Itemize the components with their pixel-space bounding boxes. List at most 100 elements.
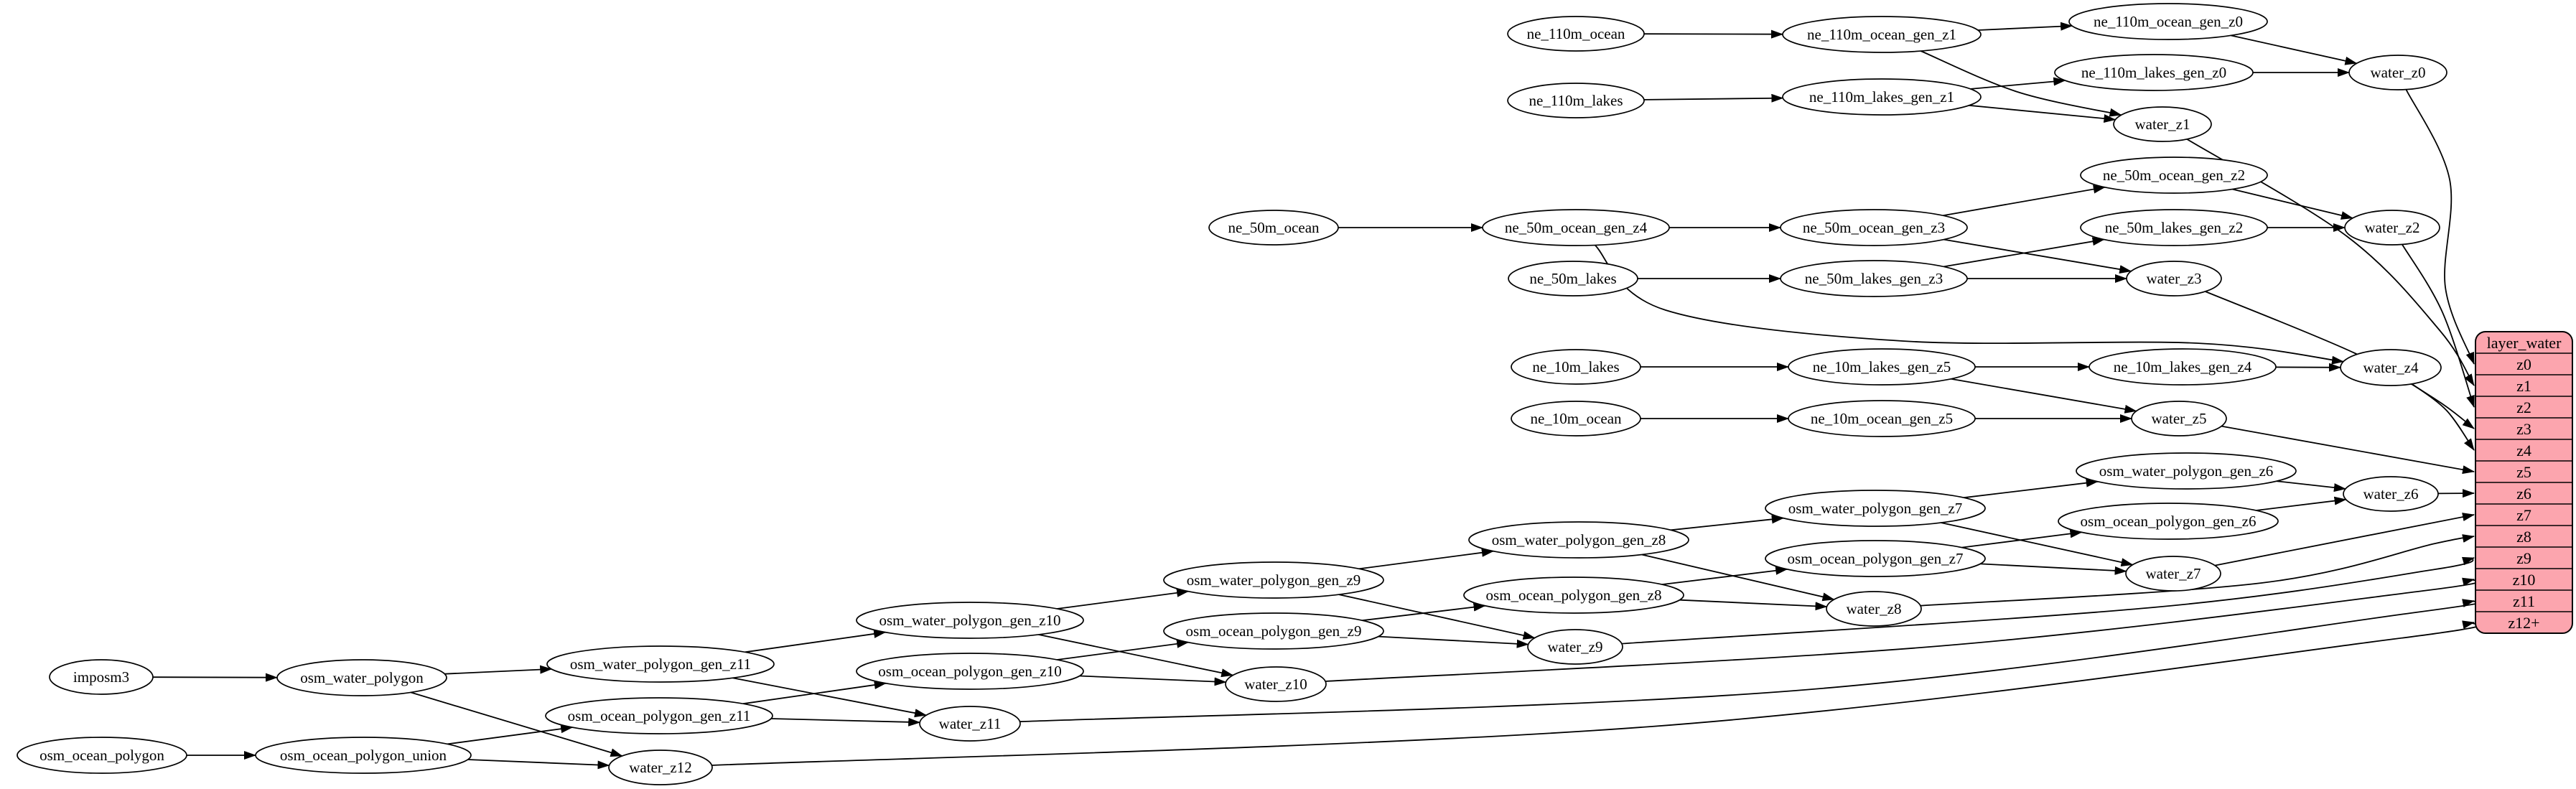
- node-osm_ocean_polygon_gen_z9: osm_ocean_polygon_gen_z9: [1163, 612, 1384, 650]
- edge-osm_ocean_polygon_gen_z7--water_z7: [1980, 563, 2127, 575]
- node-osm_ocean_polygon_gen_z8: osm_ocean_polygon_gen_z8: [1463, 576, 1684, 614]
- edge-ne_110m_ocean_gen_z1--water_z1: [1920, 50, 2122, 117]
- node-water_z8: water_z8: [1826, 591, 1922, 627]
- node-ellipse-ne_110m_ocean_gen_z0: [2068, 3, 2268, 40]
- node-ne_50m_ocean_gen_z4: ne_50m_ocean_gen_z4: [1482, 209, 1670, 246]
- node-label-osm_water_polygon_gen_z6: osm_water_polygon_gen_z6: [2099, 462, 2274, 480]
- node-label-ne_50m_ocean_gen_z3: ne_50m_ocean_gen_z3: [1803, 219, 1945, 236]
- node-ellipse-water_z12: [608, 750, 713, 785]
- node-ellipse-ne_10m_lakes_gen_z5: [1788, 348, 1976, 386]
- node-label-imposm3: imposm3: [73, 668, 129, 686]
- node-label-osm_ocean_polygon_gen_z7: osm_ocean_polygon_gen_z7: [1788, 550, 1964, 567]
- node-ne_50m_ocean_gen_z2: ne_50m_ocean_gen_z2: [2080, 157, 2268, 194]
- node-ellipse-water_z8: [1826, 591, 1922, 627]
- edge-ne_110m_lakes--ne_110m_lakes_gen_z1: [1643, 93, 1784, 103]
- node-label-water_z2: water_z2: [2365, 219, 2420, 236]
- node-osm_water_polygon_gen_z10: osm_water_polygon_gen_z10: [856, 602, 1084, 639]
- node-label-water_z1: water_z1: [2135, 116, 2190, 133]
- edge-osm_ocean_polygon_gen_z9--water_z9: [1378, 635, 1529, 648]
- edge-water_z2--layer_water-z2: [2402, 244, 2475, 408]
- edge-osm_ocean_polygon_gen_z6--water_z6: [2256, 496, 2347, 511]
- node-osm_water_polygon_gen_z9: osm_water_polygon_gen_z9: [1163, 561, 1384, 599]
- node-ellipse-ne_50m_ocean_gen_z4: [1482, 209, 1670, 246]
- node-water_z4: water_z4: [2340, 349, 2442, 386]
- edge-ne_50m_lakes_gen_z3--ne_50m_lakes_gen_z2: [1943, 237, 2105, 268]
- node-ne_50m_lakes: ne_50m_lakes: [1508, 261, 1638, 297]
- node-water_z9: water_z9: [1527, 629, 1623, 665]
- edge-osm_water_polygon_gen_z10--water_z10: [1038, 634, 1234, 678]
- edge-water_z12--layer_water-z12+: [711, 620, 2482, 766]
- edge-osm_ocean_polygon_gen_z11--water_z11: [770, 717, 921, 727]
- node-label-water_z9: water_z9: [1548, 638, 1603, 655]
- node-ellipse-ne_110m_lakes: [1507, 83, 1645, 118]
- node-ne_10m_ocean_gen_z5: ne_10m_ocean_gen_z5: [1788, 400, 1976, 437]
- edge-water_z11--layer_water-z11: [1019, 599, 2485, 723]
- node-ellipse-osm_water_polygon: [276, 659, 447, 696]
- edge-water_z10--layer_water-z10: [1325, 577, 2480, 682]
- node-osm_water_polygon: osm_water_polygon: [276, 659, 447, 696]
- node-ellipse-water_z3: [2126, 261, 2222, 297]
- node-label-water_z7: water_z7: [2146, 565, 2201, 582]
- edge-osm_ocean_polygon_gen_z7--osm_ocean_polygon_gen_z6: [1961, 529, 2083, 548]
- edge-osm_water_polygon_gen_z10--osm_water_polygon_gen_z9: [1057, 588, 1190, 610]
- node-label-osm_water_polygon_gen_z8: osm_water_polygon_gen_z8: [1492, 531, 1666, 548]
- table-row-z12+: z12+: [2508, 614, 2539, 632]
- node-label-ne_50m_ocean_gen_z4: ne_50m_ocean_gen_z4: [1505, 219, 1648, 236]
- layer-water-table: layer_waterz0z1z2z3z4z5z6z7z8z9z10z11z12…: [2475, 331, 2573, 634]
- table-row-z11: z11: [2513, 592, 2535, 610]
- node-ellipse-water_z11: [919, 706, 1021, 742]
- node-water_z7: water_z7: [2125, 556, 2221, 592]
- edge-ne_50m_ocean_gen_z2--water_z2: [2232, 188, 2353, 220]
- edge-osm_water_polygon_gen_z8--water_z8: [1641, 554, 1835, 602]
- node-osm_water_polygon_gen_z7: osm_water_polygon_gen_z7: [1765, 490, 1986, 527]
- node-ellipse-water_z10: [1225, 666, 1327, 702]
- node-ellipse-water_z9: [1527, 629, 1623, 665]
- node-ellipse-osm_ocean_polygon_gen_z7: [1765, 540, 1986, 577]
- node-ellipse-ne_110m_ocean: [1507, 16, 1645, 52]
- node-osm_ocean_polygon_gen_z10: osm_ocean_polygon_gen_z10: [856, 653, 1084, 690]
- node-ellipse-ne_50m_ocean: [1208, 210, 1339, 246]
- edge-ne_110m_lakes_gen_z1--ne_110m_lakes_gen_z0: [1970, 77, 2066, 90]
- node-ne_10m_lakes_gen_z5: ne_10m_lakes_gen_z5: [1788, 348, 1976, 386]
- node-ellipse-osm_water_polygon_gen_z10: [856, 602, 1084, 639]
- node-ellipse-ne_50m_lakes_gen_z3: [1780, 260, 1968, 297]
- node-ellipse-water_z0: [2348, 55, 2447, 90]
- node-ellipse-osm_ocean_polygon_union: [255, 737, 472, 774]
- edge-water_z9--layer_water-z9: [1621, 556, 2475, 645]
- node-ellipse-water_z5: [2131, 401, 2227, 436]
- node-label-ne_110m_lakes_gen_z1: ne_110m_lakes_gen_z1: [1809, 88, 1954, 106]
- table-row-z8: z8: [2516, 528, 2531, 546]
- node-ellipse-ne_10m_lakes: [1511, 349, 1641, 385]
- node-ellipse-water_z4: [2340, 349, 2442, 386]
- edge-osm_water_polygon--water_z12: [410, 691, 623, 757]
- node-ellipse-osm_ocean_polygon_gen_z8: [1463, 576, 1684, 614]
- table-row-z10: z10: [2513, 571, 2536, 589]
- node-label-osm_ocean_polygon_union: osm_ocean_polygon_union: [280, 747, 447, 764]
- table-row-z2: z2: [2516, 398, 2531, 416]
- node-label-water_z12: water_z12: [629, 759, 691, 776]
- node-ne_10m_lakes_gen_z4: ne_10m_lakes_gen_z4: [2089, 348, 2277, 386]
- node-label-water_z5: water_z5: [2152, 410, 2207, 427]
- node-ne_110m_lakes_gen_z1: ne_110m_lakes_gen_z1: [1782, 78, 1982, 116]
- table-row-z0: z0: [2516, 355, 2531, 373]
- node-label-osm_ocean_polygon_gen_z10: osm_ocean_polygon_gen_z10: [878, 663, 1061, 680]
- table-row-z4: z4: [2516, 442, 2531, 459]
- node-osm_ocean_polygon_gen_z7: osm_ocean_polygon_gen_z7: [1765, 540, 1986, 577]
- node-label-osm_water_polygon_gen_z10: osm_water_polygon_gen_z10: [879, 612, 1060, 629]
- node-label-ne_10m_lakes_gen_z5: ne_10m_lakes_gen_z5: [1813, 358, 1951, 375]
- node-water_z3: water_z3: [2126, 261, 2222, 297]
- node-water_z12: water_z12: [608, 750, 713, 785]
- node-ellipse-water_z6: [2343, 476, 2439, 512]
- node-label-osm_ocean_polygon: osm_ocean_polygon: [39, 747, 164, 764]
- node-ellipse-osm_ocean_polygon_gen_z10: [856, 653, 1084, 690]
- edge-water_z4--layer_water-z4: [2411, 383, 2475, 451]
- edge-osm_ocean_polygon_union--osm_ocean_polygon_gen_z11: [447, 724, 574, 745]
- node-ellipse-osm_ocean_polygon_gen_z6: [2058, 503, 2279, 540]
- node-ellipse-ne_50m_ocean_gen_z3: [1780, 209, 1968, 246]
- node-osm_ocean_polygon_union: osm_ocean_polygon_union: [255, 737, 472, 774]
- edge-osm_ocean_polygon_gen_z9--osm_ocean_polygon_gen_z8: [1362, 602, 1486, 622]
- node-ellipse-ne_50m_lakes_gen_z2: [2080, 209, 2268, 246]
- edge-water_z0--layer_water-z0: [2405, 89, 2475, 365]
